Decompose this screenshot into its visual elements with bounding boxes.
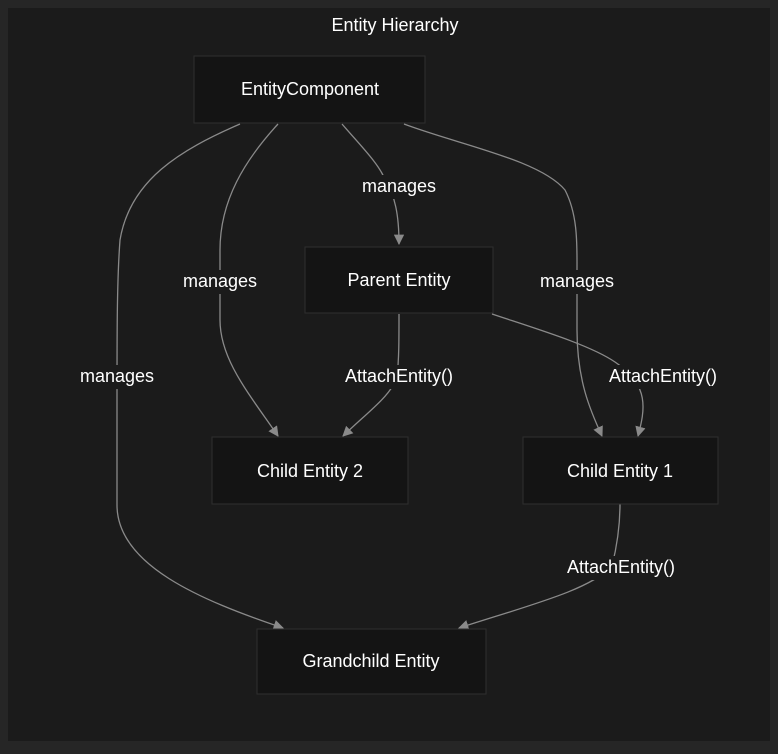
svg-text:AttachEntity(): AttachEntity() [345,366,453,386]
edge-ec-child2 [219,123,279,437]
node-entity-component[interactable]: EntityComponent [193,55,426,124]
svg-text:manages: manages [362,176,436,196]
svg-text:Child Entity 1: Child Entity 1 [567,461,673,481]
svg-text:EntityComponent: EntityComponent [241,79,379,99]
edge-ec-grandchild [116,123,284,630]
svg-text:Child Entity 2: Child Entity 2 [257,461,363,481]
edge-label-ec-grandchild: manages [74,365,160,389]
edge-ec-child1 [403,123,603,437]
edge-label-parent-child1: AttachEntity() [600,365,726,389]
diagram-title: Entity Hierarchy [331,15,458,35]
edge-label-child1-grandchild: AttachEntity() [558,556,684,580]
svg-text:AttachEntity(): AttachEntity() [609,366,717,386]
node-child-entity-2[interactable]: Child Entity 2 [211,436,409,505]
node-grandchild-entity[interactable]: Grandchild Entity [256,628,487,695]
edge-labels: manages manages manages manages AttachEn… [74,175,726,580]
node-parent-entity[interactable]: Parent Entity [304,246,494,314]
edge-parent-child1 [491,313,646,438]
svg-text:Grandchild Entity: Grandchild Entity [302,651,439,671]
edge-label-ec-child1: manages [534,270,620,294]
svg-text:AttachEntity(): AttachEntity() [567,557,675,577]
svg-text:manages: manages [183,271,257,291]
edge-label-ec-parent: manages [356,175,442,199]
svg-text:Parent Entity: Parent Entity [347,270,450,290]
node-child-entity-1[interactable]: Child Entity 1 [522,436,719,505]
edge-label-parent-child2: AttachEntity() [336,365,462,389]
svg-text:manages: manages [540,271,614,291]
svg-text:manages: manages [80,366,154,386]
edges [116,123,646,631]
edge-label-ec-child2: manages [177,270,263,294]
